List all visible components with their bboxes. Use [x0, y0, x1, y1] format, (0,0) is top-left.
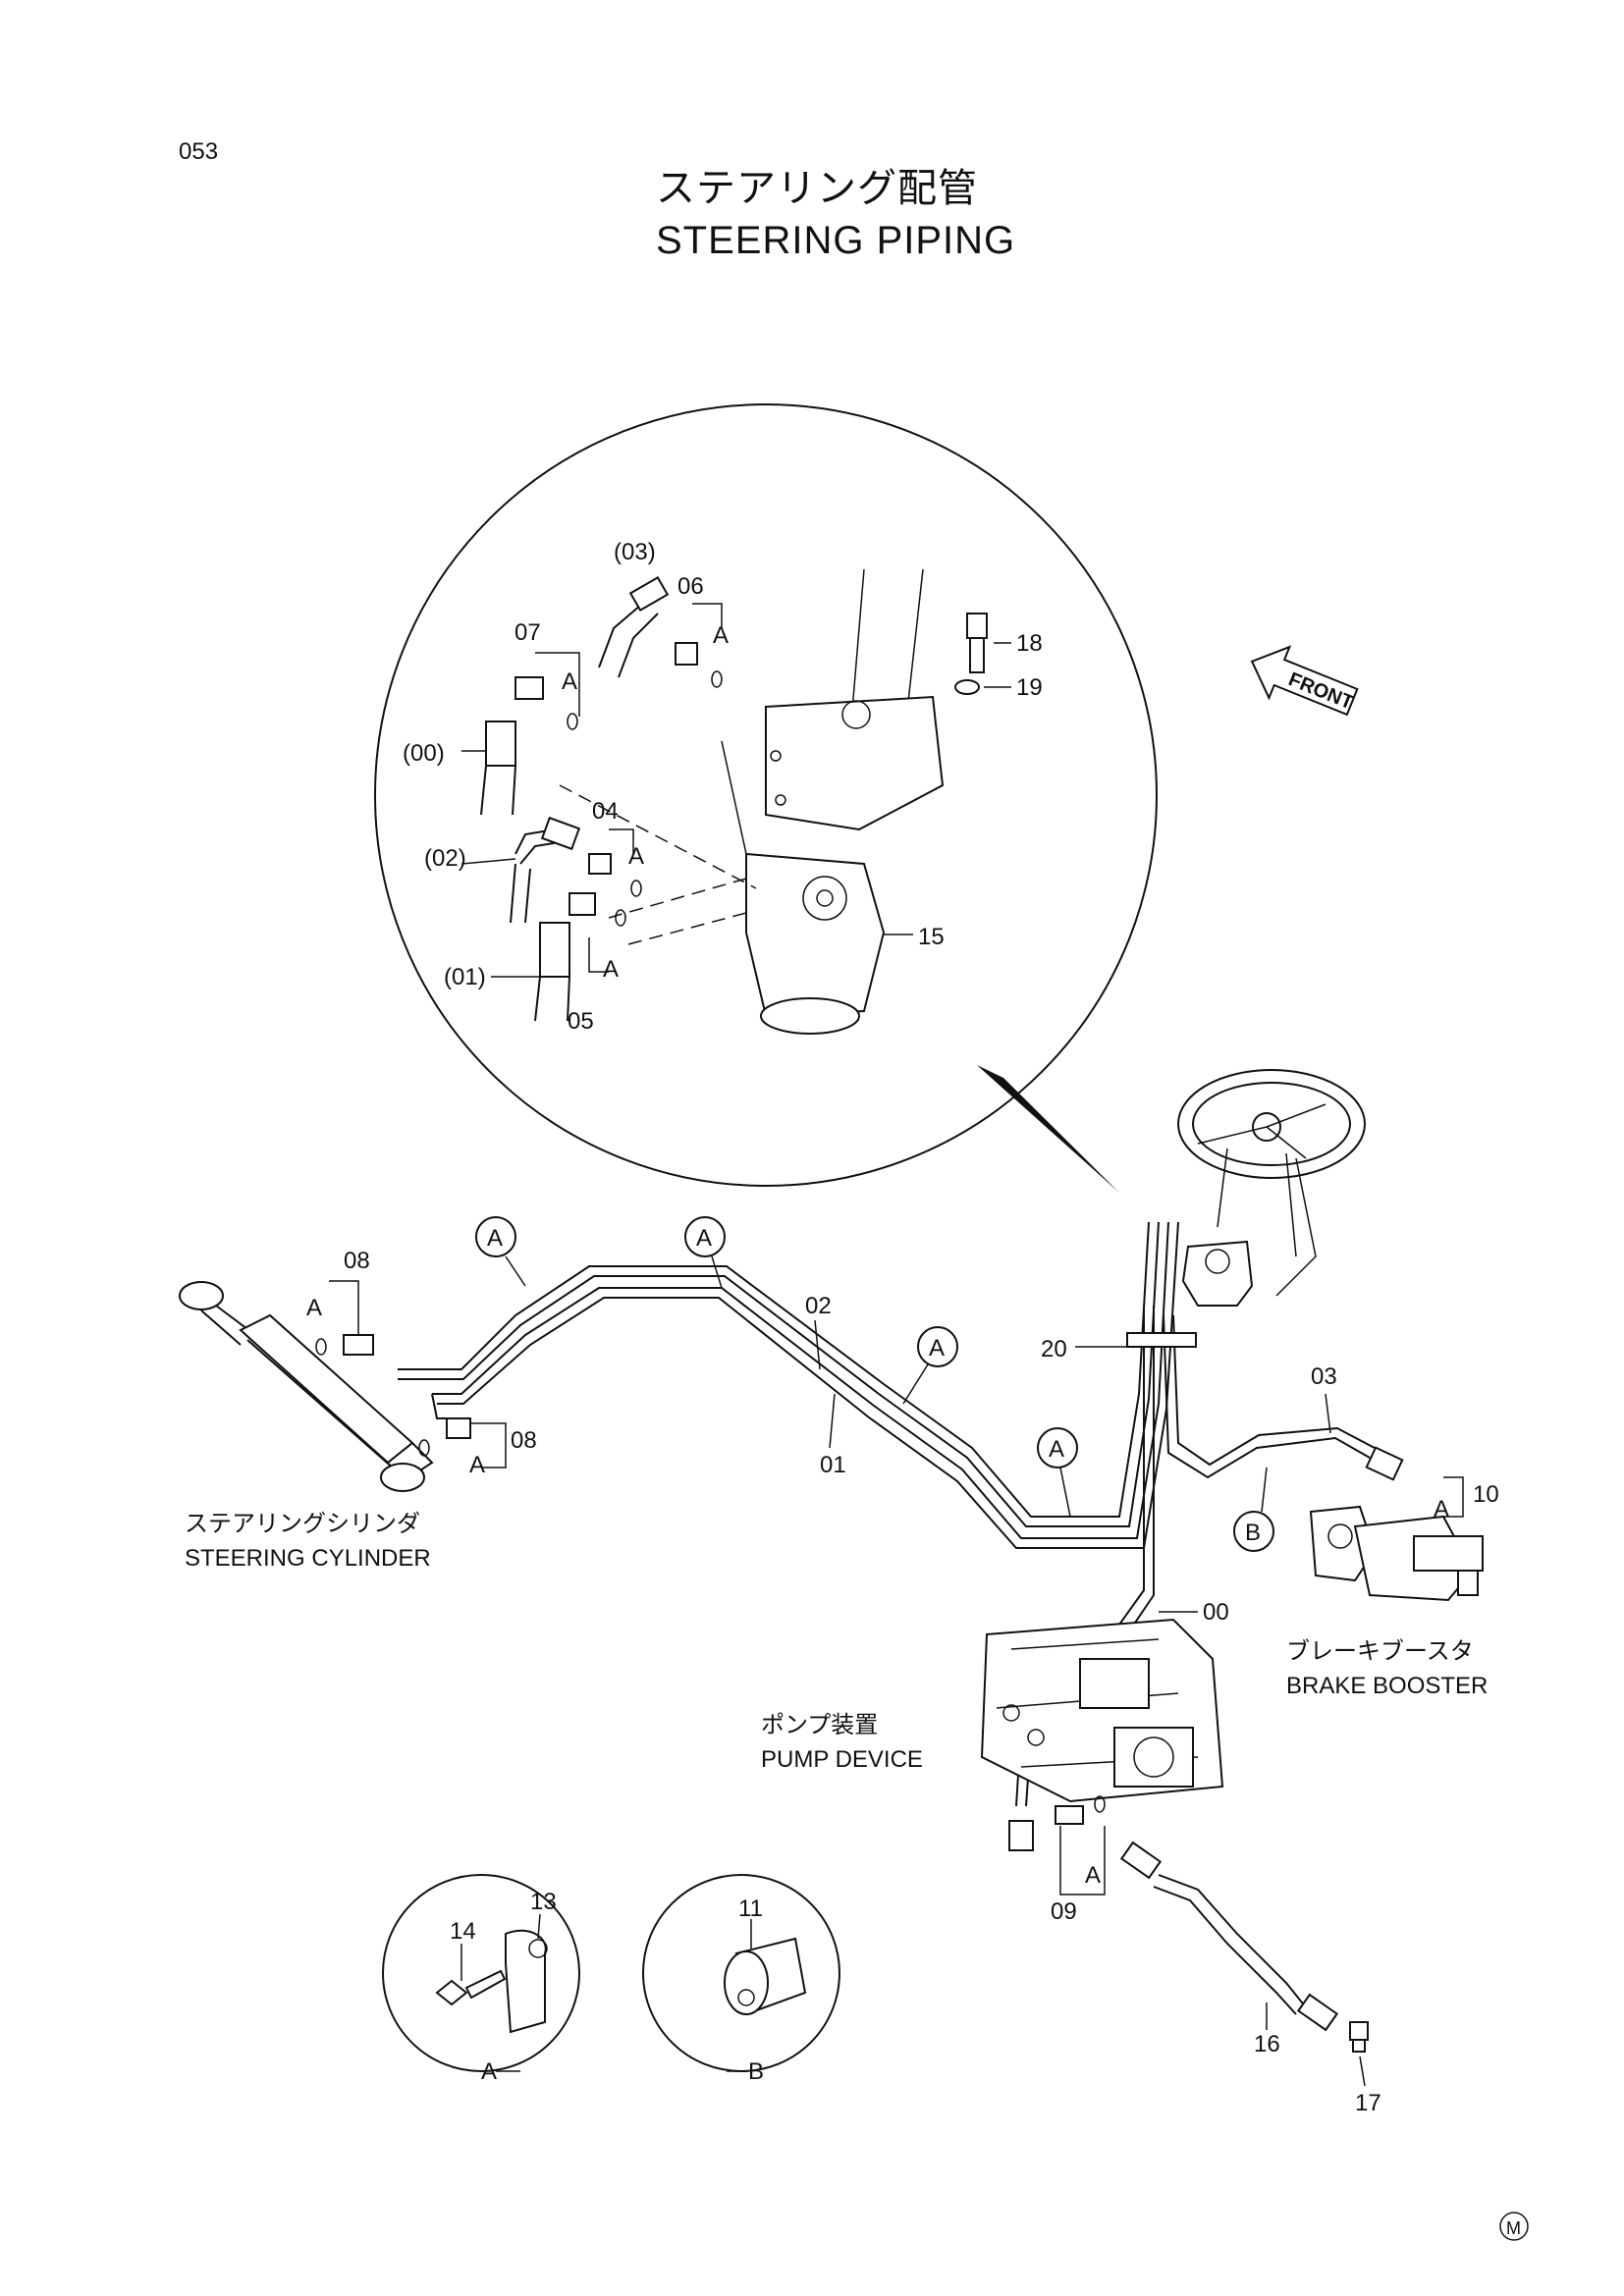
caption-steering-cylinder-en: STEERING CYLINDER	[185, 1545, 431, 1572]
detail-label-19: 19	[1016, 674, 1043, 701]
detail-label-18: 18	[1016, 630, 1043, 657]
caption-brake-booster-en: BRAKE BOOSTER	[1286, 1673, 1488, 1699]
svg-text:A: A	[1049, 1436, 1064, 1463]
detail-oring-a-3: A	[628, 843, 644, 870]
label-16: 16	[1254, 2031, 1280, 2057]
clamp-marker-a-2: A	[684, 1216, 726, 1289]
oring-a-cyl-lower: A	[469, 1452, 485, 1478]
caption-steering-cylinder-jp: ステアリングシリンダ	[185, 1510, 420, 1537]
detail-oring-a-4: A	[603, 956, 619, 983]
magnifier-pointer	[977, 1065, 1119, 1193]
label-01: 01	[820, 1452, 846, 1478]
label-09: 09	[1051, 1898, 1077, 1925]
detail-oring-a-2: A	[562, 668, 577, 695]
svg-text:A: A	[929, 1335, 945, 1362]
svg-text:B: B	[1245, 1520, 1261, 1546]
detail-label-01: (01)	[444, 964, 486, 990]
caption-pump-device-en: PUMP DEVICE	[761, 1746, 923, 1773]
inset-clamp-b: 11 B	[642, 1874, 840, 2085]
detail-label-00: (00)	[403, 740, 445, 767]
label-20: 20	[1041, 1336, 1067, 1362]
oring-a-brake: A	[1434, 1496, 1449, 1522]
clamp-marker-a-4: A	[1037, 1427, 1078, 1518]
label-02: 02	[805, 1293, 832, 1319]
oring-a-pump: A	[1085, 1862, 1101, 1889]
inset-b-label: B	[748, 2058, 764, 2085]
label-17: 17	[1355, 2090, 1381, 2116]
oring-a-cyl-upper: A	[306, 1295, 322, 1321]
svg-text:M: M	[1506, 2218, 1521, 2238]
caption-brake-booster-jp: ブレーキブースタ	[1286, 1637, 1474, 1665]
inset-a-label: A	[481, 2058, 497, 2085]
detail-label-03: (03)	[614, 539, 656, 565]
inset-clamp-a: 14 13 A	[382, 1874, 580, 2085]
clamp-marker-a-1: A	[475, 1216, 526, 1287]
page-title-jp: ステアリング配管	[656, 166, 978, 211]
steering-wheel-assembly	[1177, 1069, 1366, 1307]
label-08-upper: 08	[344, 1248, 370, 1274]
label-08-lower: 08	[511, 1427, 537, 1454]
detail-view-circle: (03) 06 07 (00) (02) 04 (01) 05 18 19 15…	[374, 403, 1158, 1193]
inset-label-13: 13	[530, 1889, 557, 1915]
label-10: 10	[1473, 1481, 1499, 1508]
inset-label-11: 11	[738, 1896, 763, 1922]
brake-booster	[1309, 1505, 1484, 1602]
steering-cylinder	[179, 1281, 434, 1492]
caption-pump-device-jp: ポンプ装置	[761, 1711, 878, 1738]
pump-device	[980, 1618, 1224, 1851]
hose-16	[1119, 1841, 1369, 2053]
detail-label-15: 15	[918, 924, 945, 950]
detail-label-02: (02)	[424, 845, 466, 872]
front-arrow-icon: FRONT	[1250, 645, 1359, 717]
page-title-en: STEERING PIPING	[656, 219, 1015, 262]
detail-label-04: 04	[592, 798, 619, 825]
clamp-marker-b: B	[1233, 1467, 1274, 1552]
corner-mark-icon: M	[1499, 2212, 1529, 2241]
detail-oring-a-1: A	[713, 622, 729, 649]
detail-label-05: 05	[568, 1008, 594, 1035]
page-number: 053	[179, 138, 218, 165]
clamp-marker-a-3: A	[902, 1326, 958, 1405]
inset-label-14: 14	[450, 1918, 476, 1945]
svg-text:A: A	[487, 1225, 503, 1252]
detail-label-06: 06	[677, 573, 704, 600]
label-00: 00	[1203, 1599, 1229, 1626]
label-03: 03	[1311, 1363, 1337, 1390]
detail-label-07: 07	[514, 619, 541, 646]
svg-text:A: A	[696, 1225, 712, 1252]
